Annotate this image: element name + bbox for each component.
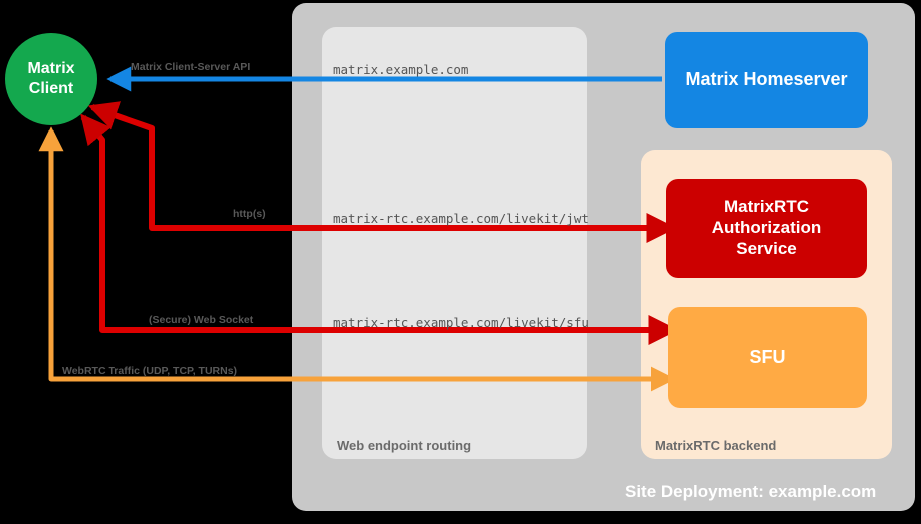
auth-service-label-line3: Service [736,238,797,258]
connector-web-socket [80,113,665,333]
endpoint-livekit-jwt-url: matrix-rtc.example.com/livekit/jwt [333,211,589,226]
matrix-client-label-line2: Client [28,80,74,97]
auth-service-label-line2: Authorization [711,218,822,238]
connector-webrtc [38,126,676,392]
connector-https [87,101,663,231]
flow-label-client-server-api: Matrix Client-Server API [131,61,251,73]
node-sfu[interactable]: SFU [668,307,867,408]
node-matrix-client[interactable]: Matrix Client [5,33,97,125]
endpoint-livekit-sfu-url: matrix-rtc.example.com/livekit/sfu [333,315,589,330]
node-matrixrtc-authorization-service[interactable]: MatrixRTC Authorization Service [666,179,867,278]
label-web-endpoint-routing: Web endpoint routing [337,438,472,453]
matrix-homeserver-label: Matrix Homeserver [685,69,848,90]
flow-label-webrtc: WebRTC Traffic (UDP, TCP, TURNs) [62,365,238,377]
node-matrix-homeserver[interactable]: Matrix Homeserver [665,32,868,128]
endpoint-matrix-url: matrix.example.com [333,62,469,77]
label-site-deployment: Site Deployment: example.com [625,482,877,501]
label-matrixrtc-backend: MatrixRTC backend [655,438,777,453]
flow-label-https: http(s) [233,208,266,220]
matrix-client-label-line1: Matrix [27,60,75,77]
flow-label-web-socket: (Secure) Web Socket [149,314,254,326]
sfu-label: SFU [749,346,786,367]
container-web-endpoint-routing [322,27,587,459]
auth-service-label-line1: MatrixRTC [723,197,809,217]
